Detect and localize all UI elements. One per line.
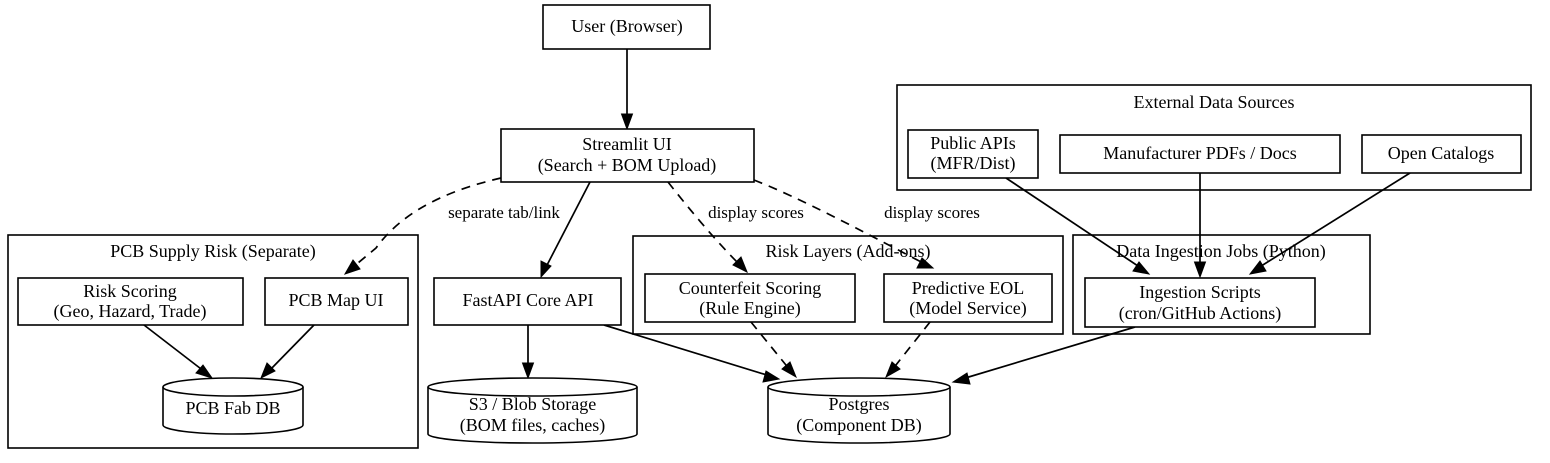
edge-streamlit-to-fastapi: [540, 181, 591, 279]
cluster-label-data-ingestion-jobs: Data Ingestion Jobs (Python): [1116, 241, 1325, 262]
edge-open-catalogs-to-ingestion: [1248, 172, 1411, 275]
node-risk-scoring[interactable]: Risk Scoring (Geo, Hazard, Trade): [17, 277, 244, 326]
cluster-label-external-data-sources: External Data Sources: [1134, 92, 1295, 112]
edge-risk-scoring-to-pcb-fab-db: [143, 324, 214, 379]
node-label-risk-scoring-line2: (Geo, Hazard, Trade): [54, 301, 207, 322]
edge-label-separate-tab-link: separate tab/link: [448, 203, 560, 222]
node-counterfeit-scoring[interactable]: Counterfeit Scoring (Rule Engine): [644, 273, 856, 323]
edge-fastapi-to-postgres: [603, 324, 781, 383]
node-pcb-fab-db[interactable]: PCB Fab DB: [162, 377, 304, 435]
edge-label-display-scores-2: display scores: [884, 203, 980, 222]
node-label-predictive-eol-line2: (Model Service): [909, 298, 1026, 319]
cluster-external-data-sources: External Data Sources: [896, 84, 1532, 191]
node-label-predictive-eol-line1: Predictive EOL: [912, 278, 1024, 298]
node-label-ingestion-scripts-line1: Ingestion Scripts: [1139, 282, 1261, 302]
node-label-pcb-fab-db: PCB Fab DB: [185, 398, 280, 418]
node-label-open-catalogs: Open Catalogs: [1388, 143, 1494, 163]
edge-manufacturer-pdfs-to-ingestion: [1193, 173, 1207, 279]
edge-label-display-scores-1: display scores: [708, 203, 804, 222]
node-label-user-browser: User (Browser): [571, 16, 682, 37]
node-label-fastapi-core-api: FastAPI Core API: [462, 290, 593, 310]
node-label-public-apis-line1: Public APIs: [930, 133, 1016, 153]
edge-fastapi-to-s3: [521, 325, 535, 380]
node-label-counterfeit-scoring-line2: (Rule Engine): [699, 298, 800, 319]
edge-ingestion-to-postgres: [951, 326, 1136, 385]
edge-user-to-streamlit: [620, 49, 634, 131]
node-public-apis[interactable]: Public APIs (MFR/Dist): [907, 129, 1039, 179]
edge-predictive-eol-to-postgres: [885, 321, 931, 379]
node-predictive-eol[interactable]: Predictive EOL (Model Service): [883, 273, 1053, 323]
svg-text:display scores: display scores: [708, 203, 804, 222]
node-s3-blob-storage[interactable]: S3 / Blob Storage (BOM files, caches): [427, 377, 638, 444]
node-postgres[interactable]: Postgres (Component DB): [767, 377, 951, 444]
node-label-pcb-map-ui: PCB Map UI: [288, 290, 383, 310]
node-user-browser[interactable]: User (Browser): [542, 4, 711, 50]
node-label-manufacturer-pdfs: Manufacturer PDFs / Docs: [1103, 143, 1296, 163]
node-label-ingestion-scripts-line2: (cron/GitHub Actions): [1119, 303, 1281, 324]
node-fastapi-core-api[interactable]: FastAPI Core API: [433, 277, 622, 326]
cluster-label-pcb-supply-risk: PCB Supply Risk (Separate): [110, 241, 316, 262]
edge-streamlit-to-pcb-map-ui: [343, 177, 502, 275]
node-label-postgres-line2: (Component DB): [796, 415, 922, 436]
edge-pcb-map-ui-to-pcb-fab-db: [260, 324, 315, 380]
node-label-s3-blob-storage-line1: S3 / Blob Storage: [469, 394, 597, 414]
node-open-catalogs[interactable]: Open Catalogs: [1361, 134, 1522, 174]
node-label-public-apis-line2: (MFR/Dist): [930, 153, 1015, 174]
edge-public-apis-to-ingestion: [1005, 177, 1151, 275]
svg-text:display scores: display scores: [884, 203, 980, 222]
node-label-streamlit-ui-line1: Streamlit UI: [582, 134, 671, 154]
node-label-streamlit-ui-line2: (Search + BOM Upload): [538, 155, 717, 176]
node-ingestion-scripts[interactable]: Ingestion Scripts (cron/GitHub Actions): [1084, 277, 1316, 328]
node-label-s3-blob-storage-line2: (BOM files, caches): [460, 415, 605, 436]
cluster-data-ingestion-jobs: Data Ingestion Jobs (Python): [1072, 234, 1371, 335]
edge-streamlit-to-predictive-eol: [753, 179, 935, 269]
edge-streamlit-to-counterfeit: [667, 181, 748, 274]
svg-text:separate tab/link: separate tab/link: [448, 203, 560, 222]
cluster-risk-layers: Risk Layers (Add-ons): [632, 235, 1064, 335]
node-pcb-map-ui[interactable]: PCB Map UI: [264, 277, 409, 326]
node-label-counterfeit-scoring-line1: Counterfeit Scoring: [679, 278, 821, 298]
node-manufacturer-pdfs[interactable]: Manufacturer PDFs / Docs: [1059, 134, 1341, 174]
edge-counterfeit-to-postgres: [750, 321, 797, 379]
node-label-postgres-line1: Postgres: [828, 394, 889, 414]
node-streamlit-ui[interactable]: Streamlit UI (Search + BOM Upload): [500, 128, 755, 183]
cluster-label-risk-layers: Risk Layers (Add-ons): [766, 241, 931, 262]
node-label-risk-scoring-line1: Risk Scoring: [83, 281, 177, 301]
cluster-pcb-supply-risk: PCB Supply Risk (Separate): [7, 234, 419, 449]
